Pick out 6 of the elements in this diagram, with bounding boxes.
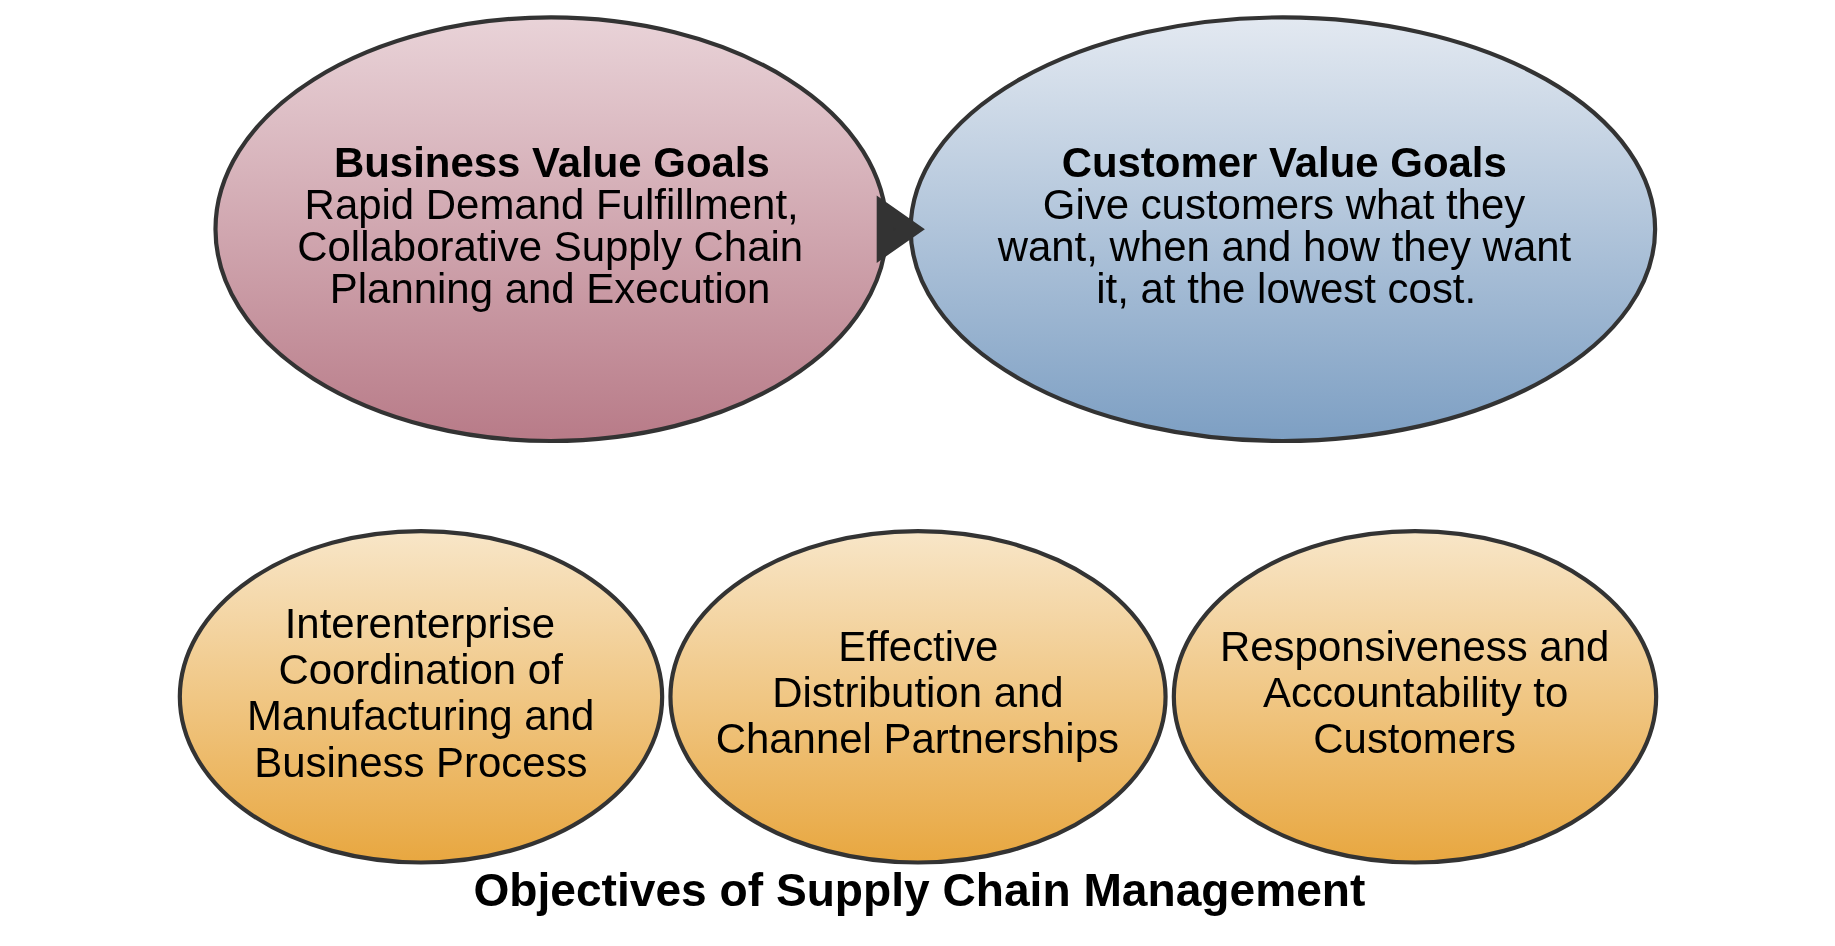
node-ellipse: Interenterprise Coordination of Manufacturing and Business Process: [177, 528, 664, 865]
node-ellipse: Responsiveness and Accountability to Customers: [1171, 528, 1658, 865]
node-ellipse: Customer Value Goals Give customers what they want, when and how they want it, at the lowest cost.: [908, 14, 1657, 443]
arrow: [876, 194, 925, 263]
node-ellipse: Effective Distribution and Channel Partnerships: [667, 528, 1168, 865]
caption: Objectives of Supply Chain Management: [472, 863, 1365, 916]
